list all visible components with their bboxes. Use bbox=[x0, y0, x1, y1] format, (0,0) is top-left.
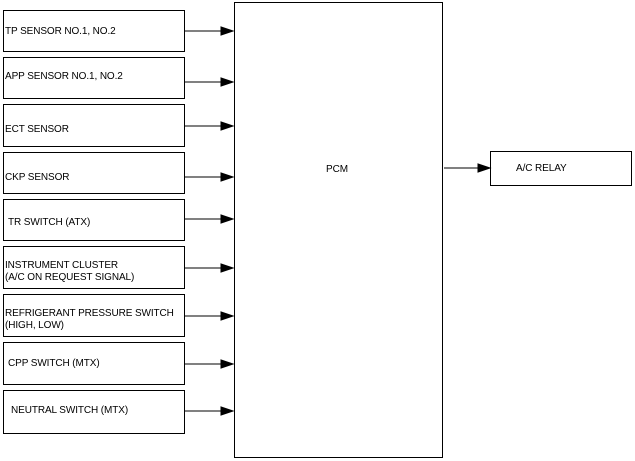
arrow-refrigerant-pressure-switch bbox=[185, 311, 235, 321]
arrow-ckp-sensor bbox=[185, 172, 235, 182]
input-box-refrigerant-pressure-switch: REFRIGERANT PRESSURE SWITCH (HIGH, LOW) bbox=[3, 294, 185, 337]
input-box-ect-sensor: ECT SENSOR bbox=[3, 104, 185, 147]
input-label: TR SWITCH (ATX) bbox=[8, 217, 91, 228]
arrow-neutral-switch bbox=[185, 406, 235, 416]
input-box-neutral-switch: NEUTRAL SWITCH (MTX) bbox=[3, 390, 185, 434]
input-box-tr-switch: TR SWITCH (ATX) bbox=[3, 199, 185, 241]
input-label-line2: (A/C ON REQUEST SIGNAL) bbox=[5, 272, 135, 283]
input-label: NEUTRAL SWITCH (MTX) bbox=[11, 405, 129, 416]
input-label: ECT SENSOR bbox=[5, 124, 69, 135]
input-box-cpp-switch: CPP SWITCH (MTX) bbox=[3, 342, 185, 385]
input-box-ckp-sensor: CKP SENSOR bbox=[3, 152, 185, 194]
output-label: A/C RELAY bbox=[516, 163, 567, 174]
pcm-label: PCM bbox=[326, 164, 348, 175]
input-box-tp-sensor: TP SENSOR NO.1, NO.2 bbox=[3, 10, 185, 52]
input-label-line1: INSTRUMENT CLUSTER bbox=[5, 260, 119, 271]
arrow-ect-sensor bbox=[185, 121, 235, 131]
output-box-ac-relay: A/C RELAY bbox=[490, 151, 632, 186]
arrow-instrument-cluster bbox=[185, 263, 235, 273]
input-label-line1: REFRIGERANT PRESSURE SWITCH bbox=[5, 308, 174, 319]
arrow-pcm-to-ac-relay bbox=[444, 163, 492, 173]
input-box-instrument-cluster: INSTRUMENT CLUSTER (A/C ON REQUEST SIGNA… bbox=[3, 246, 185, 289]
arrow-app-sensor bbox=[185, 77, 235, 87]
pcm-box: PCM bbox=[234, 2, 443, 458]
arrow-tp-sensor bbox=[185, 26, 235, 36]
input-label: TP SENSOR NO.1, NO.2 bbox=[5, 26, 116, 37]
input-box-app-sensor: APP SENSOR NO.1, NO.2 bbox=[3, 57, 185, 99]
input-label-line2: (HIGH, LOW) bbox=[5, 320, 64, 331]
input-label: CKP SENSOR bbox=[5, 172, 70, 183]
input-label: APP SENSOR NO.1, NO.2 bbox=[5, 71, 123, 82]
arrow-tr-switch bbox=[185, 214, 235, 224]
arrow-cpp-switch bbox=[185, 359, 235, 369]
input-label: CPP SWITCH (MTX) bbox=[8, 358, 100, 369]
